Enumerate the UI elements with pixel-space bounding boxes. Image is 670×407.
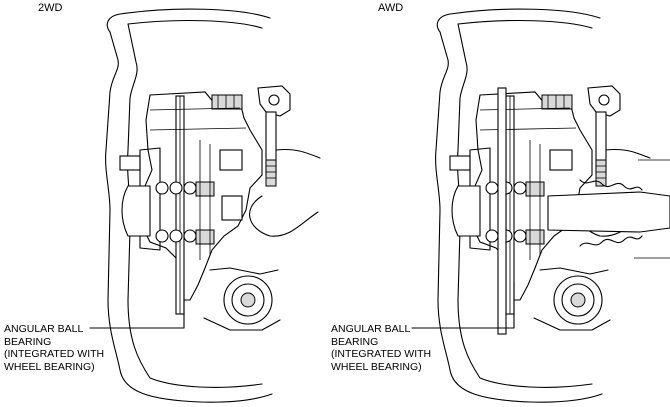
hub-assembly-2wd xyxy=(105,8,321,403)
callout-line: BEARING xyxy=(331,335,379,348)
hub-assembly-awd xyxy=(435,8,670,403)
callout-line: ANGULAR BALL xyxy=(331,323,411,335)
panel-title-awd: AWD xyxy=(378,2,404,14)
leader-line-awd xyxy=(411,281,515,329)
callout-awd: ANGULAR BALL BEARING (INTEGRATED WITH WH… xyxy=(331,323,431,373)
callout-line: BEARING xyxy=(4,335,52,348)
callout-line: WHEEL BEARING) xyxy=(331,360,422,373)
callout-line: ANGULAR BALL xyxy=(4,323,84,335)
callout-line: WHEEL BEARING) xyxy=(4,360,95,373)
callout-line: (INTEGRATED WITH xyxy=(4,348,105,360)
callout-line: (INTEGRATED WITH xyxy=(331,348,432,360)
leader-line-2wd xyxy=(89,279,185,329)
panel-title-2wd: 2WD xyxy=(38,2,63,14)
callout-2wd: ANGULAR BALL BEARING (INTEGRATED WITH WH… xyxy=(4,323,104,373)
